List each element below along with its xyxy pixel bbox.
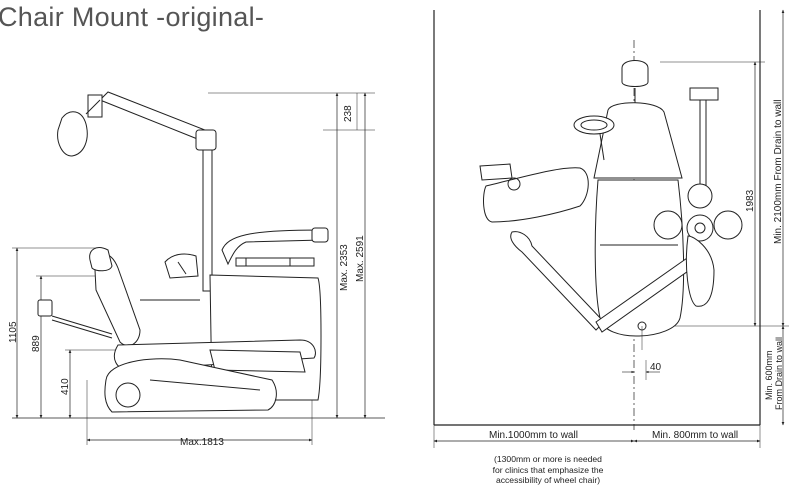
dim-min-800: Min. 800mm to wall — [652, 430, 738, 441]
dim-max-1813: Max.1813 — [180, 437, 224, 448]
dim-889: 889 — [31, 335, 42, 352]
side-view — [12, 91, 385, 445]
note-line-3: accessibility of wheel chair) — [495, 475, 601, 486]
dim-max-2353: Max. 2353 — [339, 244, 350, 291]
dim-40: 40 — [650, 362, 662, 373]
dim-min-2100: Min. 2100mm From Drain to wall — [773, 100, 784, 244]
diagram-title: Chair Mount -original- — [0, 2, 265, 32]
dim-min-1000: Min.1000mm to wall — [489, 430, 578, 441]
wheelchair-note: (1300mm or more is needed for clinics th… — [463, 454, 633, 486]
dim-1105: 1105 — [8, 321, 19, 343]
dim-238: 238 — [343, 105, 354, 122]
dim-410: 410 — [60, 378, 71, 395]
note-line-2: for clinics that emphasize the — [492, 464, 604, 475]
dim-min-600-sub: From Drain to wall — [774, 337, 784, 410]
dim-max-2591: Max. 2591 — [355, 235, 366, 282]
plan-view — [433, 9, 789, 448]
dim-min-600: Min. 600mm — [764, 350, 774, 400]
dim-1983: 1983 — [745, 189, 756, 212]
note-line-1: (1300mm or more is needed — [494, 454, 602, 464]
